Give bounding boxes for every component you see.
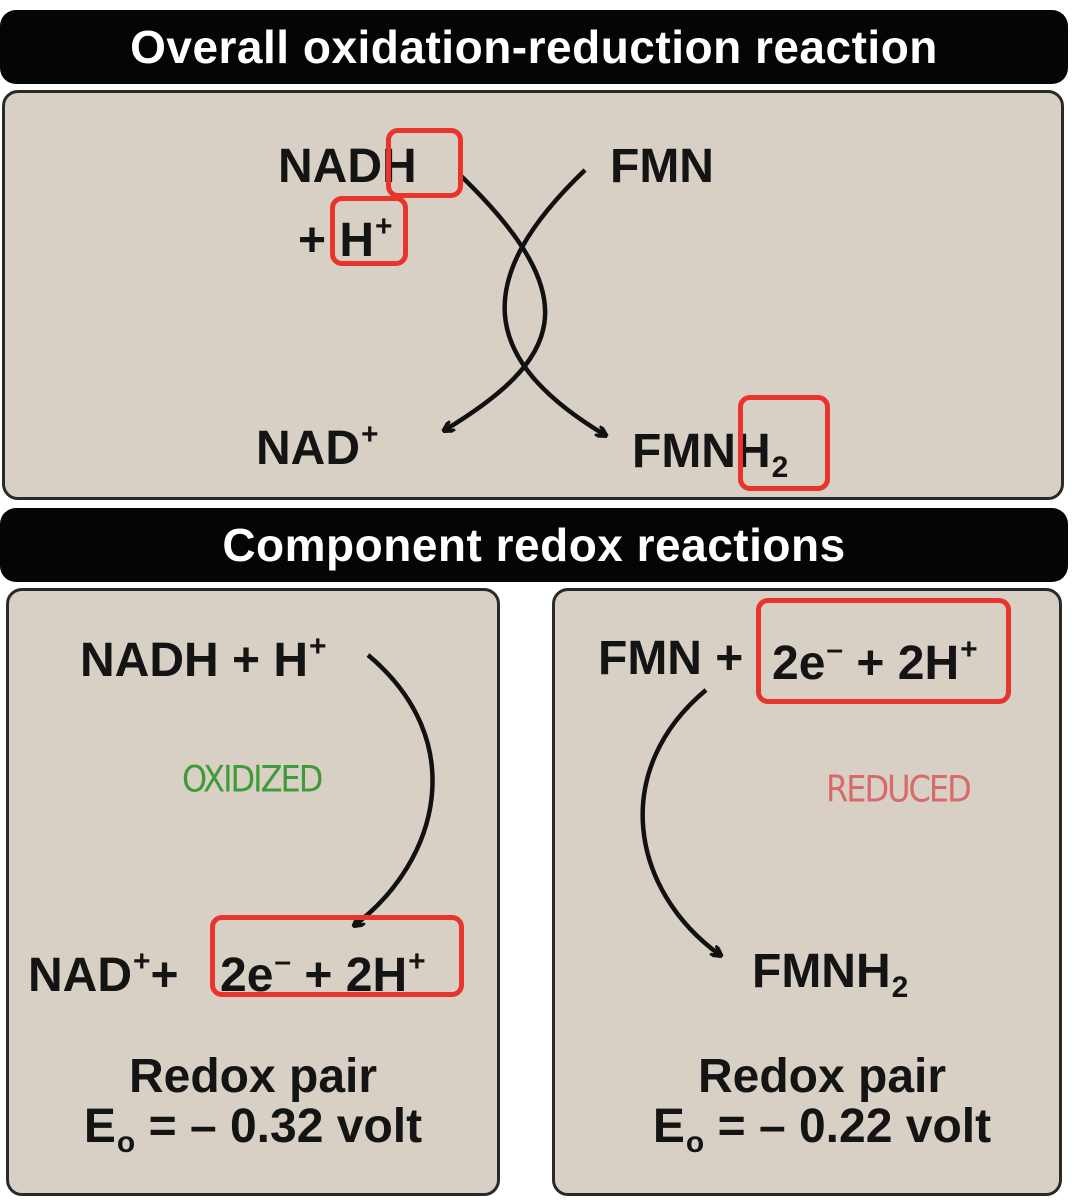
component-reaction-title: Component redox reactions [222, 519, 846, 571]
nadh-oxidation-arrow [355, 653, 435, 925]
reduced-annotation: REDUCED [826, 767, 972, 811]
right-electrons-protons-highlight [756, 598, 1011, 704]
overall-reaction-banner: Overall oxidation-reduction reaction [0, 10, 1068, 84]
left-redox-pair-label: Redox pair [128, 1050, 378, 1103]
fmn-label: FMN [610, 140, 714, 193]
proton-highlight [330, 196, 408, 266]
nadh-label: NADH [278, 140, 417, 193]
right-redox-potential: Eo = – 0.22 volt [652, 1100, 992, 1159]
nadh-hydrogen-highlight [386, 128, 463, 198]
right-redox-pair-label: Redox pair [697, 1050, 947, 1103]
left-product-label: NAD++ [28, 945, 179, 1002]
nad-plus-label: NAD+ [256, 418, 379, 475]
left-reactant-label: NADH + H+ [80, 630, 327, 687]
nadh-to-nad-arrow [445, 173, 548, 430]
left-electrons-protons-highlight [210, 915, 464, 997]
right-reactant-fmn-label: FMN + [598, 632, 744, 685]
fmn-half-reaction-panel [552, 588, 1062, 1196]
fmnh2-hydrogen-highlight [738, 395, 830, 491]
overall-reaction-panel [2, 90, 1064, 500]
left-redox-potential: Eo = – 0.32 volt [83, 1100, 423, 1159]
fmn-to-fmnh2-arrow [502, 168, 605, 435]
overall-reaction-title: Overall oxidation-reduction reaction [130, 21, 938, 73]
right-product-label: FMNH2 [752, 945, 909, 1004]
fmnh2-label: FMNH2 [632, 425, 789, 484]
component-reaction-banner: Component redox reactions [0, 508, 1068, 582]
oxidized-annotation: OXIDIZED [182, 757, 323, 801]
right-electrons-protons-label: 2e– + 2H+ [772, 633, 978, 690]
fmn-reduction-arrow [640, 688, 720, 955]
nadh-half-reaction-panel [6, 588, 500, 1196]
left-electrons-protons-label: 2e– + 2H+ [220, 945, 426, 1002]
